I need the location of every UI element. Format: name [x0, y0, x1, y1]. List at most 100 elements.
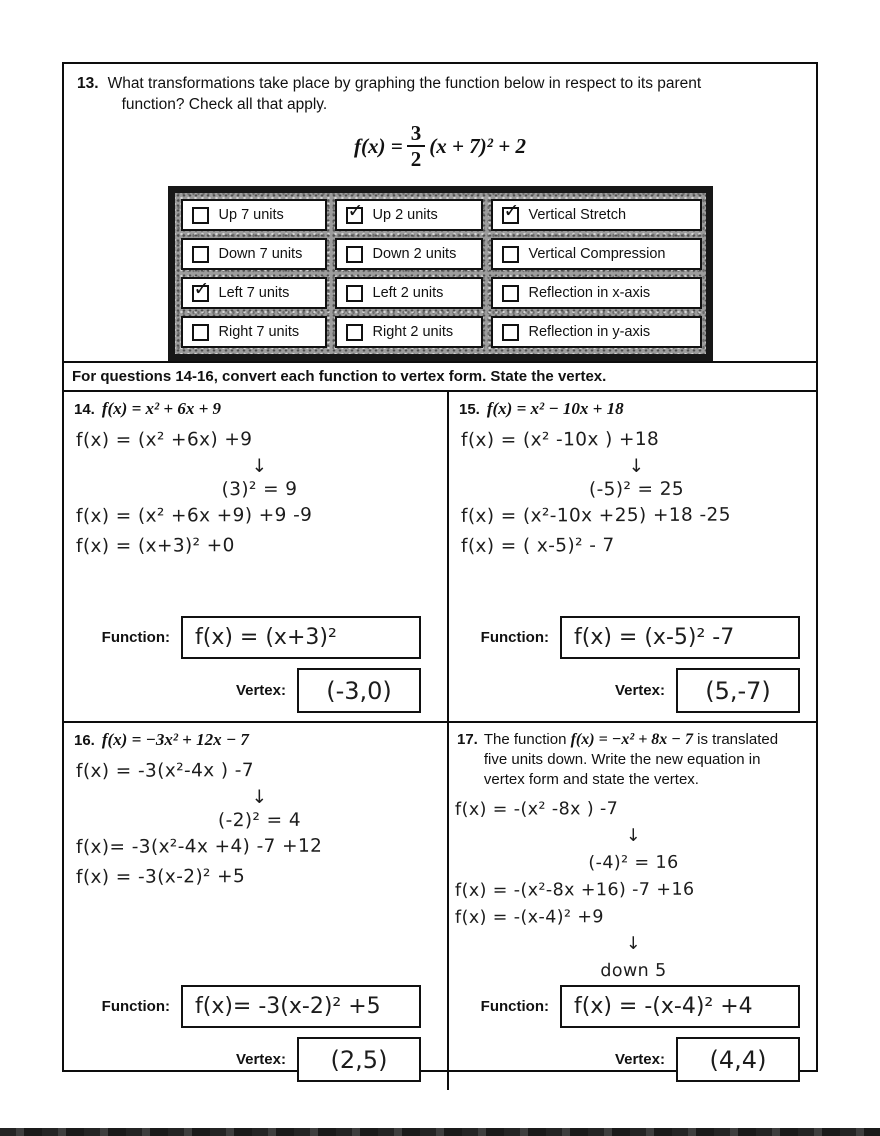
work-line: ↓ [628, 456, 645, 478]
checkbox[interactable]: ✓ [501, 323, 519, 341]
checkbox-option[interactable]: ✓ Down 2 units [334, 238, 483, 271]
question-17-line3: vertex form and state the vertex. [483, 771, 699, 789]
work-line: ↓ [625, 826, 642, 847]
checkbox[interactable]: ✓ [501, 284, 519, 302]
question-17-function-answer-box[interactable]: f(x) = -(x-4)² +4 [560, 985, 800, 1029]
checkbox-option[interactable]: ✓ Down 7 units [180, 238, 327, 271]
checkbox-option-label: Vertical Stretch [528, 207, 627, 224]
scan-edge-band [0, 1128, 880, 1136]
question-17-number: 17. [457, 731, 478, 749]
work-line: f(x) = (x²-10x +25) +18 -25 [460, 504, 731, 528]
work-line: (-4)² = 16 [588, 852, 679, 874]
checkbox-option[interactable]: ✓ Reflection in y-axis [490, 316, 702, 349]
function-label: Function: [101, 998, 170, 1016]
work-line: f(x) = (x² +6x +9) +9 -9 [75, 504, 313, 528]
question-16-equation: f(x) = −3x² + 12x − 7 [101, 730, 249, 750]
work-line: f(x) = -(x²-8x +16) -7 +16 [454, 879, 695, 902]
question-17-vertex-answer-box[interactable]: (4,4) [676, 1037, 800, 1083]
question-13-line1: What transformations take place by graph… [107, 75, 702, 92]
vertex-label: Vertex: [614, 682, 665, 700]
question-15-cell: 15. f(x) = x² − 10x + 18 f(x) = (x² -10x… [449, 392, 816, 724]
vertex-label: Vertex: [235, 1051, 286, 1069]
checkbox-option-label: Right 2 units [372, 324, 454, 341]
checkbox-option[interactable]: ✓ Vertical Compression [490, 238, 702, 271]
checkbox-option[interactable]: ✓ Right 7 units [180, 316, 327, 349]
checkbox-option-label: Right 7 units [218, 324, 300, 341]
question-17-equation: f(x) = −x² + 8x − 7 [570, 731, 693, 749]
question-17-work: f(x) = -(x² -8x ) -7 ↓ (-4)² = 16 f(x) = -(… [449, 790, 816, 985]
question-15-number: 15. [459, 401, 480, 419]
formula-rhs: (x + 7)² + 2 [429, 133, 526, 158]
vertex-label: Vertex: [614, 1051, 665, 1069]
question-13-section: 13. What transformations take place by g… [64, 64, 816, 362]
checkmark-icon: ✓ [347, 199, 364, 222]
checkbox-option[interactable]: ✓ Up 7 units [180, 199, 327, 232]
question-16-vertex-answer-box[interactable]: (2,5) [297, 1037, 421, 1083]
question-14-work: f(x) = (x² +6x) +9 ↓(3)² = 9 f(x) = (x² +6… [64, 419, 447, 561]
checkbox[interactable]: ✓ [191, 206, 209, 224]
checkbox[interactable]: ✓ [501, 245, 519, 263]
checkbox[interactable]: ✓ [345, 284, 363, 302]
questions-grid: 14. f(x) = x² + 6x + 9 f(x) = (x² +6x) +… [64, 392, 816, 1091]
question-17-line2: five units down. Write the new equation … [483, 751, 761, 769]
checkbox[interactable]: ✓ [345, 245, 363, 263]
checkbox[interactable]: ✓ [191, 323, 209, 341]
question-13-line2: function? Check all that apply. [121, 96, 328, 113]
checkbox-option[interactable]: ✓ Left 2 units [334, 277, 483, 310]
work-line: ↓ [625, 934, 642, 955]
checkbox-option-label: Reflection in y-axis [528, 324, 651, 341]
work-line: f(x) = -(x-4)² +9 [454, 907, 604, 929]
checkbox-option[interactable]: ✓ Right 2 units [334, 316, 483, 349]
checkbox[interactable]: ✓ [501, 200, 519, 224]
checkbox[interactable]: ✓ [191, 245, 209, 263]
question-15-function-answer-box[interactable]: f(x) = (x-5)² -7 [560, 616, 800, 660]
question-13-formula: f(x) = 3 2 (x + 7)² + 2 [64, 122, 816, 170]
question-17-text: The function f(x) = −x² + 8x − 7 is tran… [484, 730, 778, 790]
work-line: f(x) = -(x² -8x ) -7 [454, 799, 619, 821]
worksheet-page: 13. What transformations take place by g… [62, 62, 818, 1091]
question-15-work: f(x) = (x² -10x ) +18 ↓(-5)² = 25 f(x) = (… [449, 419, 816, 561]
work-line: f(x)= -3(x²-4x +4) -7 +12 [75, 835, 323, 859]
checkbox-option[interactable]: ✓ Reflection in x-axis [490, 277, 702, 310]
work-line: f(x) = (x+3)² +0 [75, 535, 235, 558]
work-line: f(x) = (x² -10x ) +18 [460, 428, 660, 452]
checkbox[interactable]: ✓ [345, 323, 363, 341]
work-line: down 5 [600, 960, 667, 982]
checkbox-option[interactable]: ✓ Vertical Stretch [490, 199, 702, 232]
checkbox-option-label: Reflection in x-axis [528, 285, 651, 302]
checkbox-option-label: Vertical Compression [528, 246, 666, 263]
work-line: f(x) = (x² +6x) +9 [75, 429, 253, 452]
question-16-function-answer-box[interactable]: f(x)= -3(x-2)² +5 [181, 985, 421, 1029]
function-label: Function: [480, 998, 549, 1016]
question-14-cell: 14. f(x) = x² + 6x + 9 f(x) = (x² +6x) +… [64, 392, 449, 724]
question-17-cell: 17. The function f(x) = −x² + 8x − 7 is … [449, 723, 816, 1090]
checkbox-option-label: Up 2 units [372, 207, 438, 224]
question-13-number: 13. [77, 75, 99, 92]
work-line: (3)² = 9 [221, 478, 298, 501]
checkbox-option-label: Down 7 units [218, 246, 303, 263]
work-line: (-5)² = 25 [588, 478, 685, 501]
function-label: Function: [101, 629, 170, 647]
question-13-text: What transformations take place by graph… [108, 73, 702, 115]
formula-lhs: f(x) = [354, 133, 403, 158]
checkbox[interactable]: ✓ [191, 278, 209, 302]
checkbox-option-label: Up 7 units [218, 207, 284, 224]
question-17-post: is translated [697, 731, 779, 749]
checkbox-option-label: Left 2 units [372, 285, 444, 302]
question-14-vertex-answer-box[interactable]: (-3,0) [297, 668, 421, 714]
checkbox-option[interactable]: ✓ Left 7 units [180, 277, 327, 310]
work-line: f(x) = ( x-5)² - 7 [460, 535, 615, 558]
checkbox[interactable]: ✓ [345, 200, 363, 224]
function-label: Function: [480, 629, 549, 647]
work-line: f(x) = -3(x-2)² +5 [75, 866, 246, 889]
fraction-numerator: 3 [406, 122, 426, 148]
question-17-pre: The function [483, 731, 567, 749]
checkbox-option[interactable]: ✓ Up 2 units [334, 199, 483, 232]
question-15-vertex-answer-box[interactable]: (5,-7) [676, 668, 800, 714]
work-line: ↓ [251, 456, 268, 478]
transformation-options-grid: ✓ Up 7 units ✓ Up 2 units ✓ Vertical Str… [180, 199, 702, 349]
question-14-equation: f(x) = x² + 6x + 9 [101, 399, 222, 419]
question-14-function-answer-box[interactable]: f(x) = (x+3)² [181, 616, 421, 660]
checkbox-option-label: Down 2 units [372, 246, 457, 263]
